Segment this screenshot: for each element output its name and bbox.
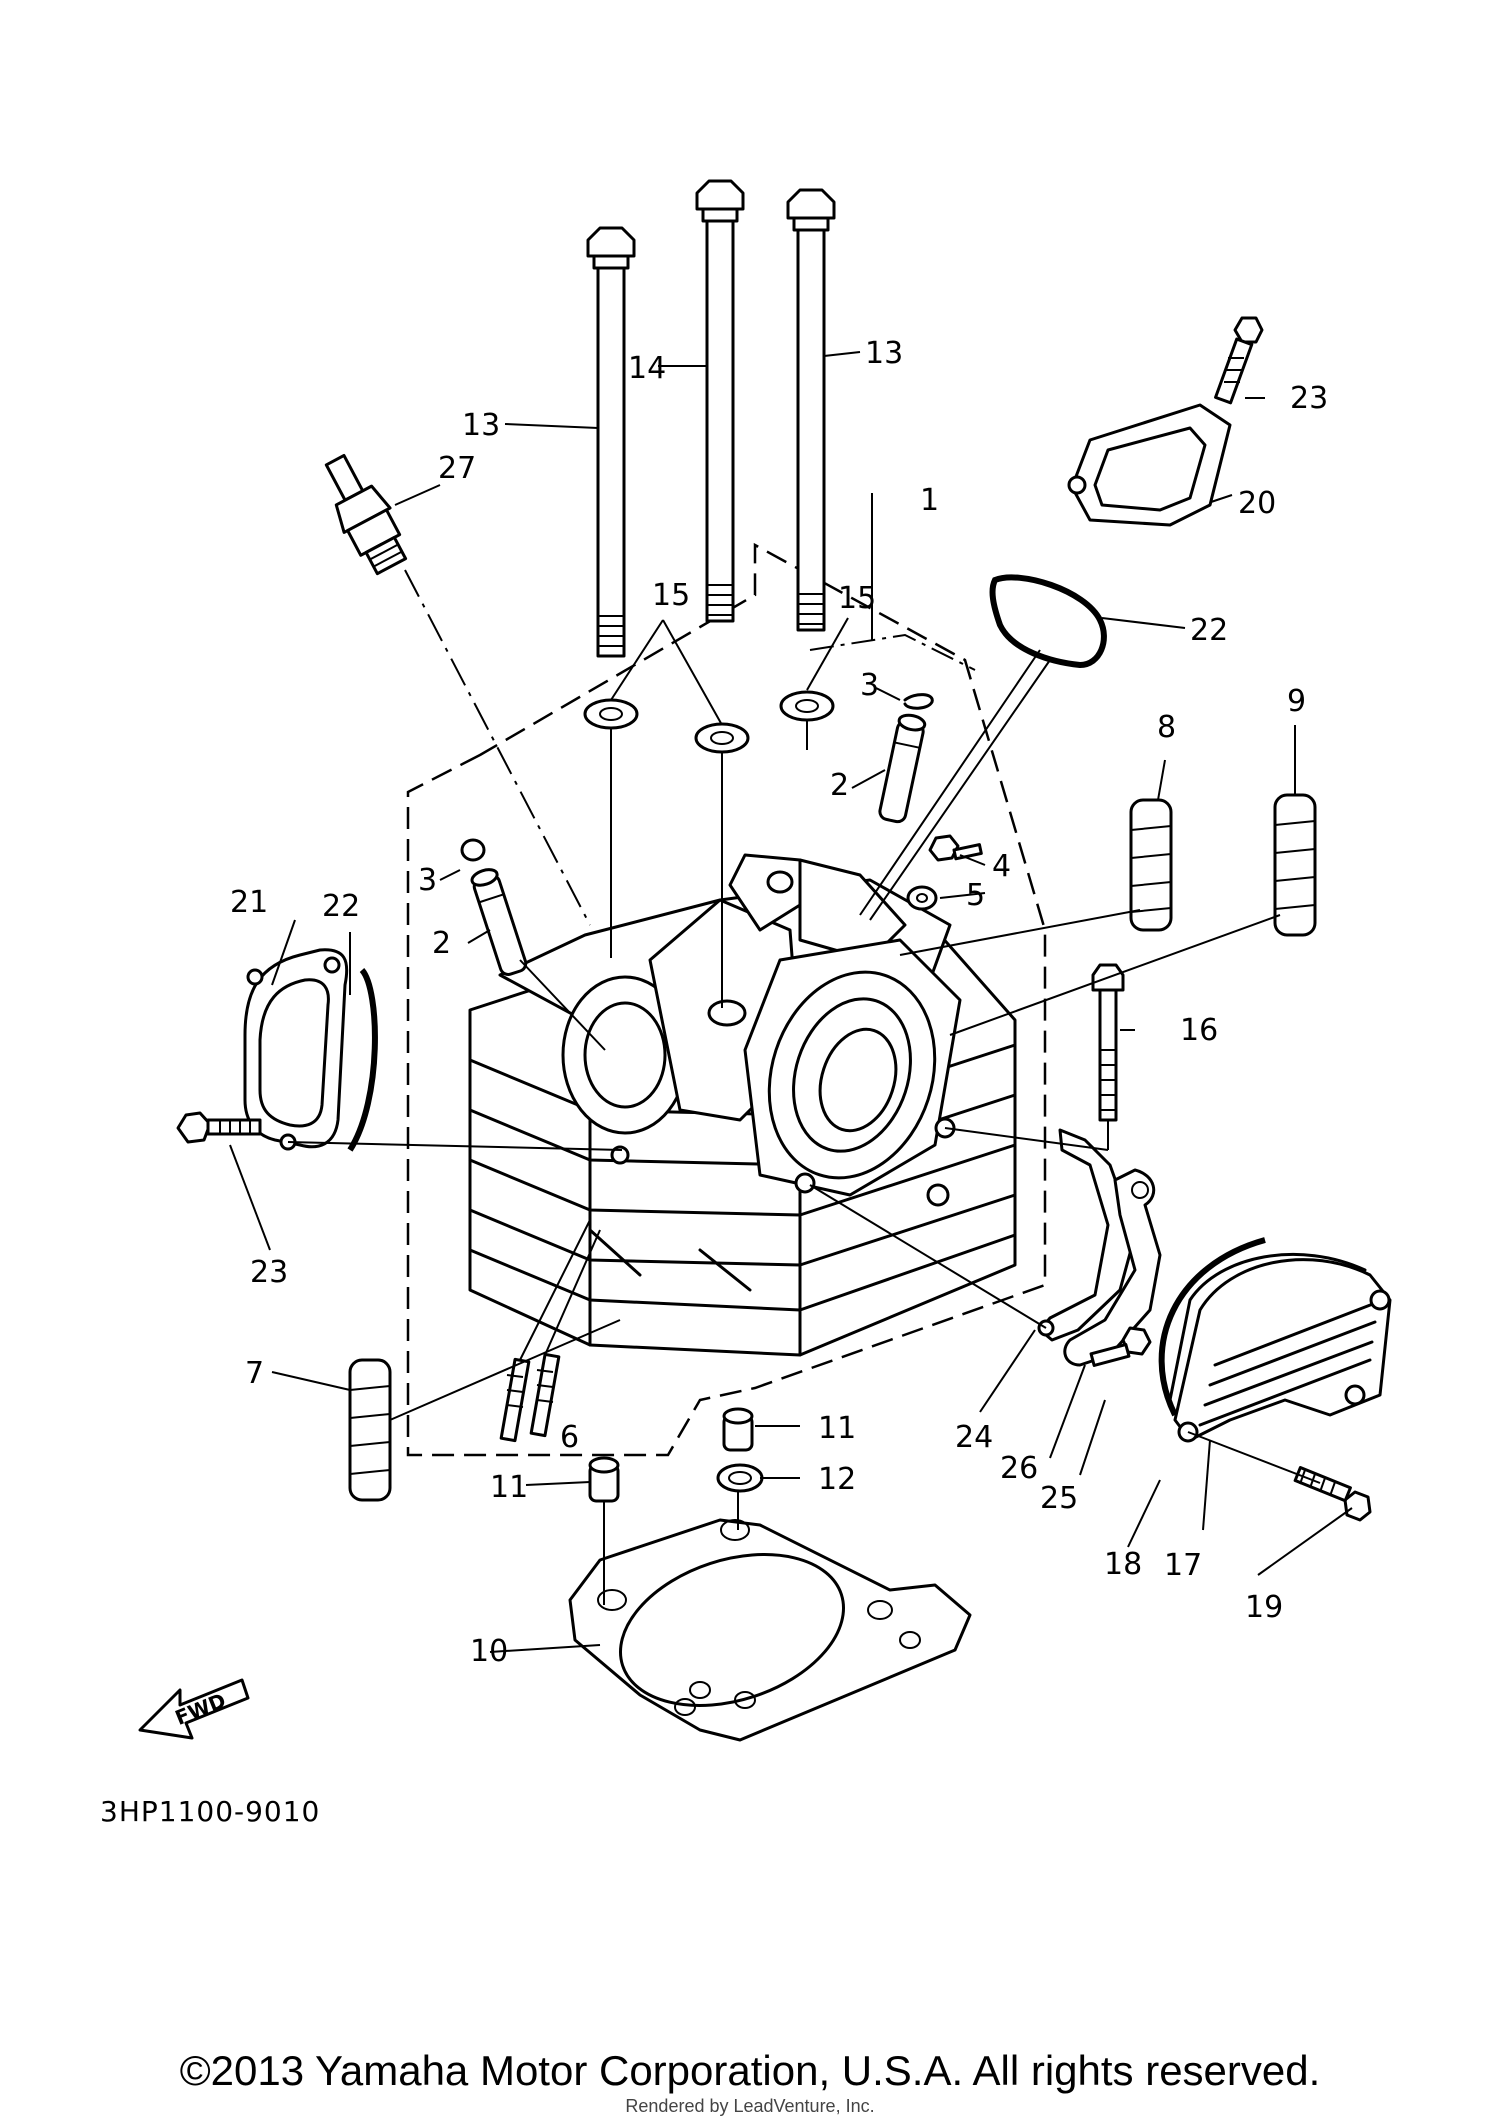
callout-9: 9 (1287, 684, 1306, 719)
side-cover-21 (243, 948, 349, 1151)
callout-23a: 23 (1290, 381, 1328, 416)
dowel-center (722, 1407, 754, 1452)
copyright-notice: ©2013 Yamaha Motor Corporation, U.S.A. A… (179, 2047, 1321, 2094)
callout-22b: 22 (322, 889, 360, 924)
oring-18 (1158, 1237, 1266, 1417)
cylinder-head-assembly-outline (406, 542, 1047, 1457)
callout-11a: 11 (818, 1411, 856, 1446)
bolt-23-right (1214, 316, 1264, 405)
head-gasket (568, 1518, 972, 1742)
oring-22-top (989, 574, 1107, 669)
callout-10: 10 (470, 1634, 508, 1669)
small-bolt-4 (928, 834, 983, 862)
washer-right (779, 690, 835, 722)
line-bracket24 (809, 1184, 1047, 1329)
oring-12 (716, 1463, 764, 1493)
bolt-23-left (176, 1111, 262, 1144)
damper-7 (348, 1358, 392, 1502)
fwd-arrow-icon: FWD (138, 1678, 250, 1740)
cylinder-head (468, 853, 1017, 1357)
head-bolt-right (786, 188, 836, 632)
callout-23b: 23 (250, 1255, 288, 1290)
callout-4: 4 (992, 849, 1011, 884)
spark-plug-axis-line (404, 569, 591, 926)
callout-7: 7 (245, 1356, 264, 1391)
callout-16: 16 (1180, 1013, 1218, 1048)
callout-22a: 22 (1190, 613, 1228, 648)
oring-22-left (347, 967, 378, 1152)
callout-13a: 13 (462, 408, 500, 443)
head-bolt-left (586, 226, 636, 658)
valve-guide-right (878, 713, 927, 824)
callout-11b: 11 (490, 1470, 528, 1505)
line-cover21-to-head (287, 1141, 623, 1151)
bolt-16 (1091, 963, 1125, 1122)
line-damper9 (949, 914, 1281, 1036)
callout-3b: 3 (418, 863, 437, 898)
callout-13b: 13 (865, 336, 903, 371)
callout-25: 25 (1040, 1481, 1078, 1516)
callout-numbers: 1 2 2 3 3 4 5 6 7 8 9 10 11 11 12 13 13 … (230, 336, 1328, 1669)
spark-plug (324, 453, 408, 576)
bolt-25 (1089, 1326, 1152, 1367)
gasket-26-hole (1131, 1181, 1149, 1199)
callout-20: 20 (1238, 486, 1276, 521)
callout-26: 26 (1000, 1451, 1038, 1486)
head-bolt-center (695, 179, 745, 623)
callout-leaders (229, 351, 1353, 1653)
part-number: 3HP1100-9010 (100, 1795, 321, 1828)
callout-15a: 15 (652, 578, 690, 613)
callout-6: 6 (560, 1420, 579, 1455)
line-damper8 (899, 909, 1141, 956)
callout-5: 5 (966, 878, 985, 913)
callout-17: 17 (1164, 1548, 1202, 1583)
washer-left (583, 698, 639, 730)
damper-8 (1129, 798, 1173, 932)
callout-2a: 2 (830, 768, 849, 803)
damper-9 (1273, 793, 1317, 937)
line-studs (519, 1219, 601, 1361)
valve-guide-assembly-outline (809, 633, 976, 671)
callout-21: 21 (230, 885, 268, 920)
callout-27: 27 (438, 451, 476, 486)
line-bolt16 (944, 1120, 1109, 1151)
callout-15b: 15 (838, 581, 876, 616)
studs-6 (499, 1352, 561, 1443)
circlip-left (460, 838, 486, 862)
bolt-19 (1293, 1466, 1372, 1522)
intake-joint-20 (1067, 403, 1232, 527)
callout-18: 18 (1104, 1547, 1142, 1582)
circlip-right (903, 693, 934, 710)
washer-5 (906, 885, 938, 911)
callout-19: 19 (1245, 1590, 1283, 1625)
cam-cover-17 (1168, 1252, 1392, 1443)
callout-2b: 2 (432, 926, 451, 961)
callout-12: 12 (818, 1462, 856, 1497)
washer-center (694, 722, 750, 754)
rendered-by-notice: Rendered by LeadVenture, Inc. (625, 2096, 875, 2116)
line-oring22-top (859, 649, 1051, 921)
valve-guide-left (470, 868, 528, 976)
line-valve-guide-left (519, 959, 606, 1051)
callout-3a: 3 (860, 668, 879, 703)
callout-1: 1 (920, 483, 939, 518)
dowel-left (588, 1456, 620, 1503)
callout-8: 8 (1157, 710, 1176, 745)
line-damper7 (389, 1319, 621, 1421)
callout-24: 24 (955, 1420, 993, 1455)
callout-14: 14 (628, 351, 666, 386)
